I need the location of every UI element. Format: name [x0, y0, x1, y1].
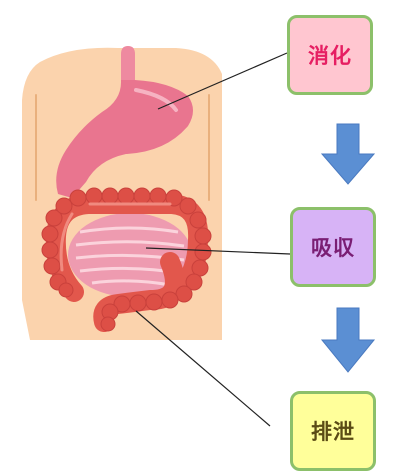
esophagus [121, 46, 135, 82]
digestion-label: 消化 [308, 40, 352, 70]
absorption-label-box: 吸収 [290, 207, 376, 287]
excretion-label-box: 排泄 [290, 391, 376, 471]
absorption-label: 吸収 [311, 232, 355, 262]
digestion-label-box: 消化 [287, 15, 373, 95]
down-arrow-icon [322, 308, 374, 372]
excretion-label: 排泄 [311, 416, 355, 446]
down-arrow-icon [322, 124, 374, 184]
